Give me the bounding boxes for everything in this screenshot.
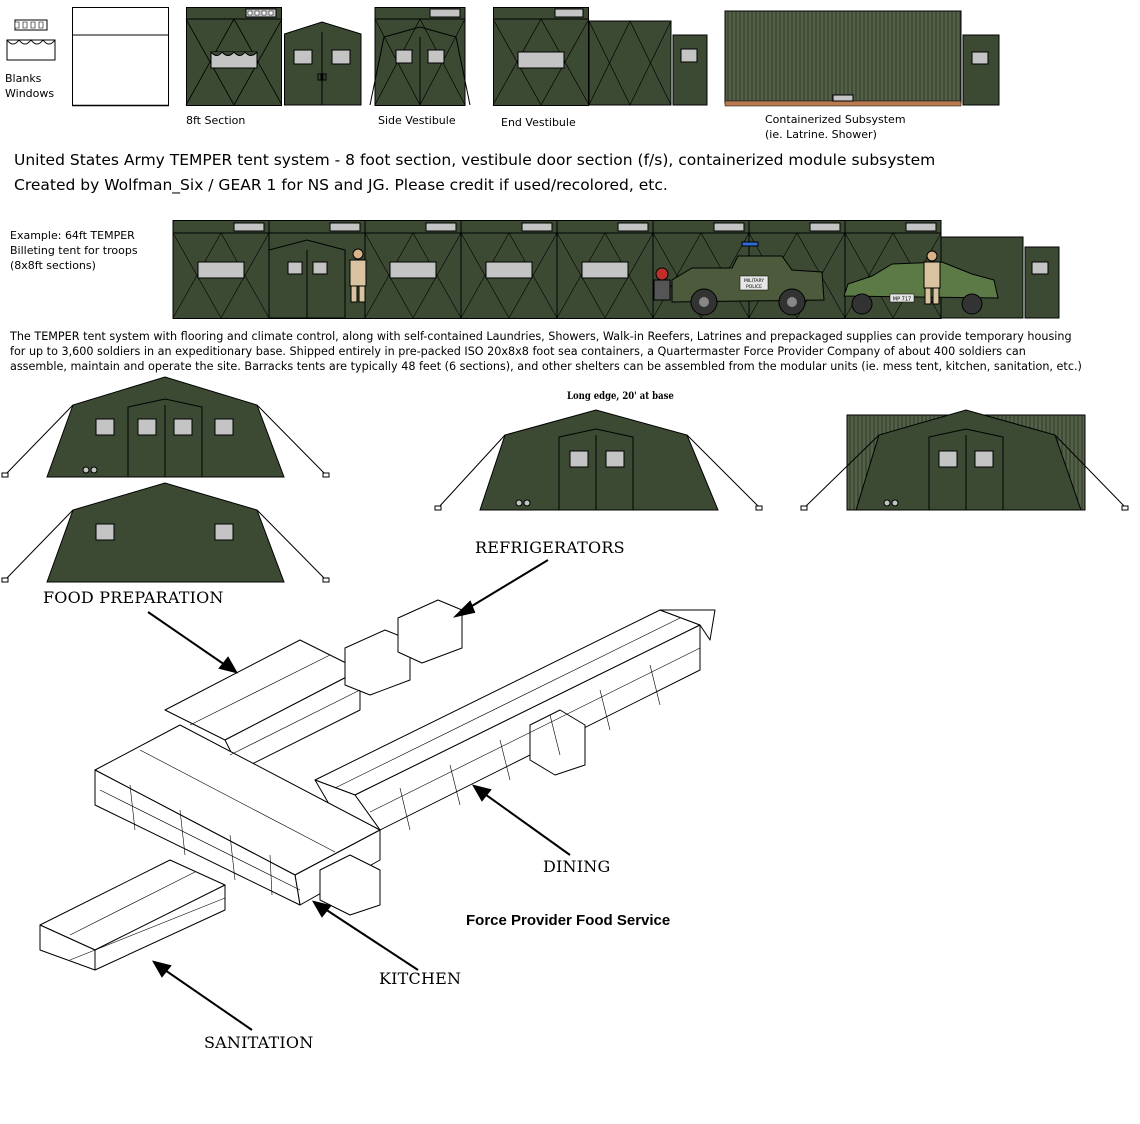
page-title: United States Army TEMPER tent system - … xyxy=(14,151,936,169)
end-view-note: Long edge, 20' at base xyxy=(567,391,674,402)
blank-window-sprite xyxy=(6,19,56,61)
kitchen-label: KITCHEN xyxy=(379,969,462,988)
tent-section-8ft xyxy=(185,7,283,106)
food-preparation-label: FOOD PREPARATION xyxy=(43,588,224,607)
end-view-blank-tent xyxy=(1,482,330,583)
description-line-3: assemble, maintain and operate the site.… xyxy=(10,360,1082,373)
billeting-tent-example: MILITARY POLICE MP 717 xyxy=(172,220,1060,319)
refrigerators-label: REFRIGERATORS xyxy=(475,538,625,557)
side-vestibule xyxy=(369,7,471,106)
containerized-label: Containerized Subsystem xyxy=(765,113,906,126)
description-line-2: for up to 3,600 soldiers in an expeditio… xyxy=(10,345,1026,358)
mp-humvee: MILITARY POLICE xyxy=(653,241,825,316)
example-label: Example: 64ft TEMPER xyxy=(10,228,135,243)
sanitation-label: SANITATION xyxy=(204,1033,314,1052)
windows-label: Windows xyxy=(5,87,55,100)
blanks-label: Blanks xyxy=(5,72,42,85)
diagram-caption: Force Provider Food Service xyxy=(466,912,671,929)
description-paragraph: The TEMPER tent system with flooring and… xyxy=(10,329,1130,374)
containerized-example-label: (ie. Latrine. Shower) xyxy=(765,128,877,141)
mp-car: MP 717 xyxy=(843,261,999,315)
car-plate-text: MP 717 xyxy=(893,297,911,303)
force-provider-diagram xyxy=(39,559,716,1031)
soldier-figure xyxy=(349,248,367,303)
example-line-3: (8x8ft sections) xyxy=(10,259,96,272)
end-view-container-tent xyxy=(800,409,1129,511)
side-vestibule-label: Side Vestibule xyxy=(378,114,456,127)
credit-line: Created by Wolfman_Six / GEAR 1 for NS a… xyxy=(14,176,668,194)
container-subsystem xyxy=(724,10,1000,107)
example-line-2: Billeting tent for troops xyxy=(10,244,138,257)
mp-door-text: MILITARY xyxy=(744,278,764,284)
mp-door-text-2: POLICE xyxy=(746,284,762,290)
blank-section-outline xyxy=(72,7,169,107)
section-8ft-label: 8ft Section xyxy=(186,114,246,127)
end-view-door-tent xyxy=(1,376,330,478)
end-view-vestibule-tent xyxy=(434,409,763,511)
dining-label: DINING xyxy=(543,857,611,876)
end-vestibule-label: End Vestibule xyxy=(501,116,576,129)
end-vestibule xyxy=(492,7,708,106)
description-line-1: The TEMPER tent system with flooring and… xyxy=(10,330,1072,343)
example-prefix: Example: xyxy=(10,229,65,242)
tent-door-section xyxy=(284,21,362,106)
example-value: 64ft TEMPER xyxy=(64,229,135,242)
soldier-figure-2 xyxy=(923,250,941,305)
